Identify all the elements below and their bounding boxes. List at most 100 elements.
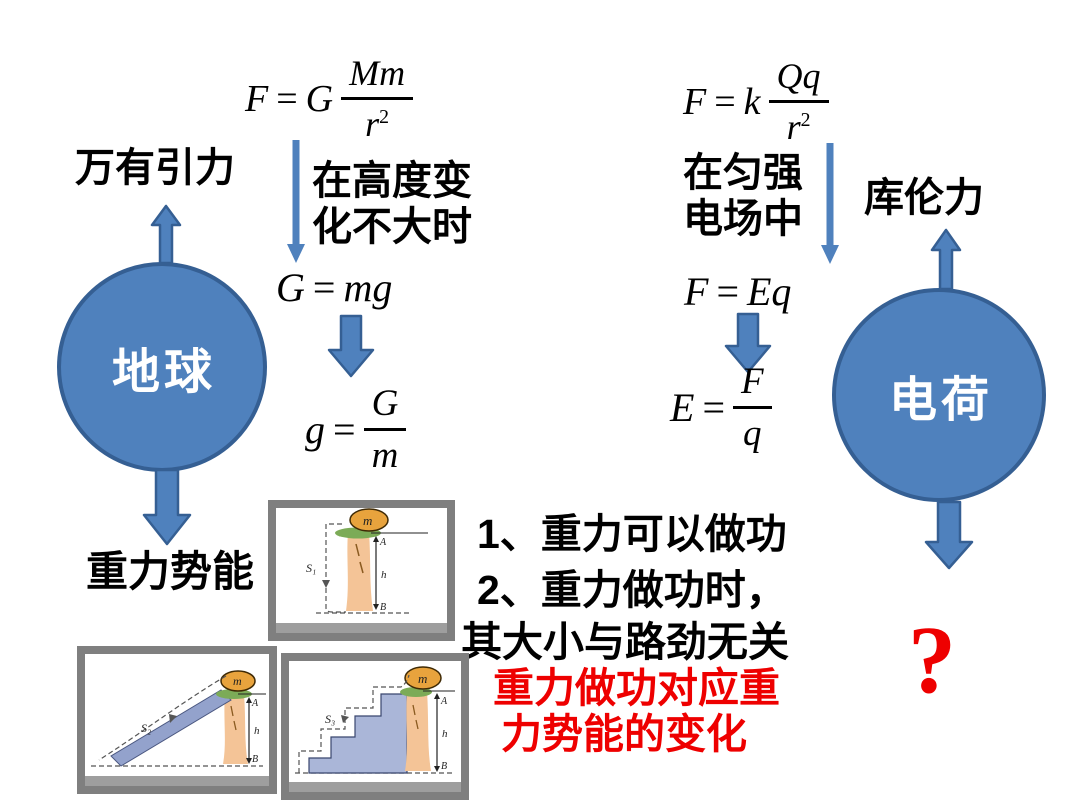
fraction-denominator: r2: [365, 100, 389, 145]
point-b-label: B: [380, 602, 386, 613]
condition-field-line2: 电场中: [683, 197, 803, 241]
equals-sign: =: [716, 269, 739, 314]
condition-height-text: 在高度变 化不大时: [312, 158, 472, 250]
fraction: F q: [733, 360, 772, 455]
formula-weight-lhs: G: [276, 265, 305, 310]
point-a-label: A: [440, 696, 448, 707]
equals-sign: =: [312, 265, 336, 310]
fraction: G m: [363, 382, 407, 477]
charge-circle-label: 电荷: [888, 374, 993, 427]
ramp: [110, 689, 232, 767]
dashed-path: [325, 523, 346, 613]
diagram-incline: m S₂ A h B: [77, 646, 277, 794]
fraction-numerator: Qq: [768, 55, 829, 103]
note-highlight-line-1: 重力做功对应重: [493, 665, 780, 711]
diagram-straight-drop-art: m A h B S₁: [306, 508, 428, 614]
denominator-base: r: [786, 107, 801, 147]
denominator-exponent: 2: [379, 106, 390, 128]
path-arrowhead: [322, 580, 330, 588]
fraction-denominator: m: [371, 435, 399, 476]
denominator-base: r: [365, 104, 380, 144]
thin-down-arrow-icon: [821, 143, 839, 264]
height-label: h: [442, 728, 448, 740]
coulomb-force-label: 库伦力: [864, 176, 984, 220]
mass-label: m: [418, 671, 427, 686]
equals-sign: =: [702, 385, 725, 430]
block-down-arrow-icon: [327, 314, 375, 378]
formula-g-lhs: g: [305, 407, 325, 452]
formula-field-strength-lhs: E: [670, 385, 695, 430]
earth-circle: 地球: [57, 262, 267, 472]
formula-gravitation-lhs: F: [245, 77, 269, 120]
fraction: Mm r2: [341, 52, 414, 145]
path-label: S₃: [325, 712, 335, 726]
condition-field-text: 在匀强 电场中: [683, 150, 803, 242]
formula-coulomb: F = k Qq r2: [683, 55, 829, 148]
formula-field-force-rhs: Eq: [747, 269, 792, 314]
equals-sign: =: [714, 80, 736, 123]
diagram-straight-drop: m A h B S₁: [268, 500, 455, 641]
formula-coulomb-lhs: F: [683, 80, 707, 123]
point-b-label: B: [252, 754, 258, 765]
boulder: [404, 666, 442, 690]
height-label: h: [254, 725, 260, 737]
fraction-numerator: F: [733, 360, 772, 409]
point-a-label: A: [251, 698, 259, 709]
point-a-label: A: [379, 537, 387, 548]
earth-circle-label: 地球: [111, 346, 216, 399]
path-arrowhead: [341, 715, 349, 723]
formula-gravitation: F = G Mm r2: [245, 52, 414, 145]
boulder: [220, 670, 256, 692]
cliff-cracks: [412, 704, 419, 730]
mass-label: m: [363, 513, 372, 528]
fraction-numerator: Mm: [341, 52, 414, 100]
up-arrow-icon: [930, 228, 962, 290]
down-arrow-icon: [142, 468, 192, 546]
photo-caption-strip: [85, 776, 269, 786]
universal-gravitation-label: 万有引力: [75, 146, 235, 190]
mass-label: m: [233, 674, 242, 688]
denominator-exponent: 2: [800, 109, 811, 131]
fraction-denominator: r2: [787, 103, 811, 148]
path-label: S₁: [306, 561, 316, 575]
height-label: h: [381, 569, 387, 581]
fraction: Qq r2: [768, 55, 829, 148]
dashed-path: [298, 674, 410, 773]
formula-field-force-lhs: F: [684, 269, 709, 314]
cliff-cracks: [355, 543, 364, 574]
point-b-label: B: [441, 761, 447, 772]
thin-down-arrow-icon: [287, 140, 305, 263]
note-line-3: 其大小与路劲无关: [461, 619, 789, 665]
dashed-path: [98, 675, 227, 761]
grass: [216, 689, 252, 699]
path-label: S₂: [141, 721, 151, 735]
note-line-1: 1、重力可以做功: [477, 511, 787, 557]
formula-weight: G = mg: [276, 264, 392, 311]
condition-height-line2: 化不大时: [312, 205, 472, 249]
formula-gravitation-coefficient: G: [305, 77, 334, 120]
formula-weight-rhs: mg: [343, 265, 393, 310]
cliff-cracks: [230, 705, 237, 731]
cliff: [346, 532, 373, 611]
up-arrow-icon: [150, 204, 182, 264]
formula-g: g = G m: [305, 382, 407, 477]
equals-sign: =: [276, 77, 298, 120]
note-line-2: 2、重力做功时，: [477, 567, 787, 613]
photo-caption-strip: [289, 782, 461, 792]
fraction-numerator: G: [363, 382, 407, 431]
photo-caption-strip: [276, 623, 447, 633]
note-highlight-line-2: 力势能的变化: [501, 711, 747, 757]
path-arrowhead: [169, 714, 177, 723]
formula-field-strength: E = F q: [670, 360, 772, 455]
formula-field-force: F = Eq: [684, 268, 791, 315]
boulder: [349, 508, 389, 532]
diagram-stairs-art: m S₃ A h B: [295, 666, 455, 774]
fraction-denominator: q: [743, 413, 762, 454]
gravitational-potential-label: 重力势能: [86, 548, 255, 595]
equals-sign: =: [333, 407, 356, 452]
question-mark: ?: [908, 606, 956, 713]
formula-coulomb-coefficient: k: [743, 80, 761, 123]
block-down-arrow-icon: [724, 312, 772, 374]
diagram-incline-art: m S₂ A h B: [91, 670, 266, 767]
